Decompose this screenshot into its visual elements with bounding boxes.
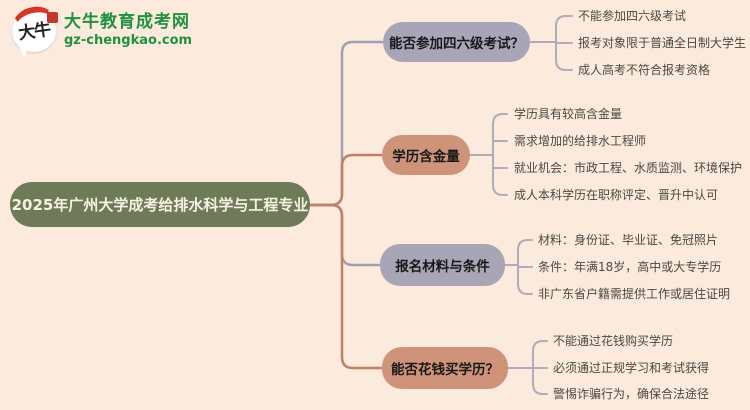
root-topic-node: 2025年广州大学成考给排水科学与工程专业: [10, 182, 310, 227]
site-name: 大牛教育成考网: [64, 12, 190, 33]
leaf-item: 成人本科学历在职称评定、晋升中认可: [514, 188, 719, 202]
logo-seal-icon: [47, 12, 58, 23]
leaf-item: 报考对象限于普通全日制大学生: [578, 36, 747, 50]
branch-node-materials-conditions: 报名材料与条件: [380, 244, 505, 286]
branch-node-cet-exam: 能否参加四六级考试？: [383, 22, 530, 62]
site-url: gz-chengkao.com: [64, 32, 193, 48]
connector-branch-4-leaves: [507, 340, 548, 395]
connector-root-branch-2: [309, 153, 383, 207]
branch-node-degree-value: 学历含金量: [382, 135, 470, 175]
connector-branch-1-leaves: [529, 15, 573, 71]
logo-speech-bubble-icon: 大牛: [9, 2, 59, 59]
leaf-item: 非广东省户籍需提供工作或居住证明: [538, 287, 731, 301]
leaf-item: 不能参加四六级考试: [578, 9, 687, 23]
leaf-item: 成人高考不符合报考资格: [578, 63, 711, 77]
site-logo: 大牛 大牛教育成考网 gz-chengkao.com: [9, 2, 192, 59]
connector-branch-3-leaves: [504, 239, 533, 295]
leaf-item: 必须通过正规学习和考试获得: [553, 361, 710, 375]
leaf-item: 警惕诈骗行为，确保合法途径: [553, 387, 710, 401]
leaf-item: 材料：身份证、毕业证、免冠照片: [538, 233, 719, 247]
connector-branch-2-leaves: [469, 113, 508, 196]
leaf-item: 需求增加的给排水工程师: [514, 134, 647, 148]
branch-node-buy-degree: 能否花钱买学历？: [382, 347, 508, 389]
connector-root-branch-3: [309, 203, 381, 267]
connector-root-branch-1: [309, 40, 384, 207]
leaf-item: 条件：年满18岁，高中或大专学历: [538, 260, 722, 274]
leaf-item: 不能通过花钱购买学历: [553, 334, 674, 348]
connector-root-branch-4: [309, 203, 383, 370]
logo-text: 大牛教育成考网 gz-chengkao.com: [64, 13, 192, 48]
leaf-item: 就业机会：市政工程、水质监测、环境保护: [514, 161, 743, 175]
leaf-item: 学历具有较高含金量: [514, 107, 623, 121]
